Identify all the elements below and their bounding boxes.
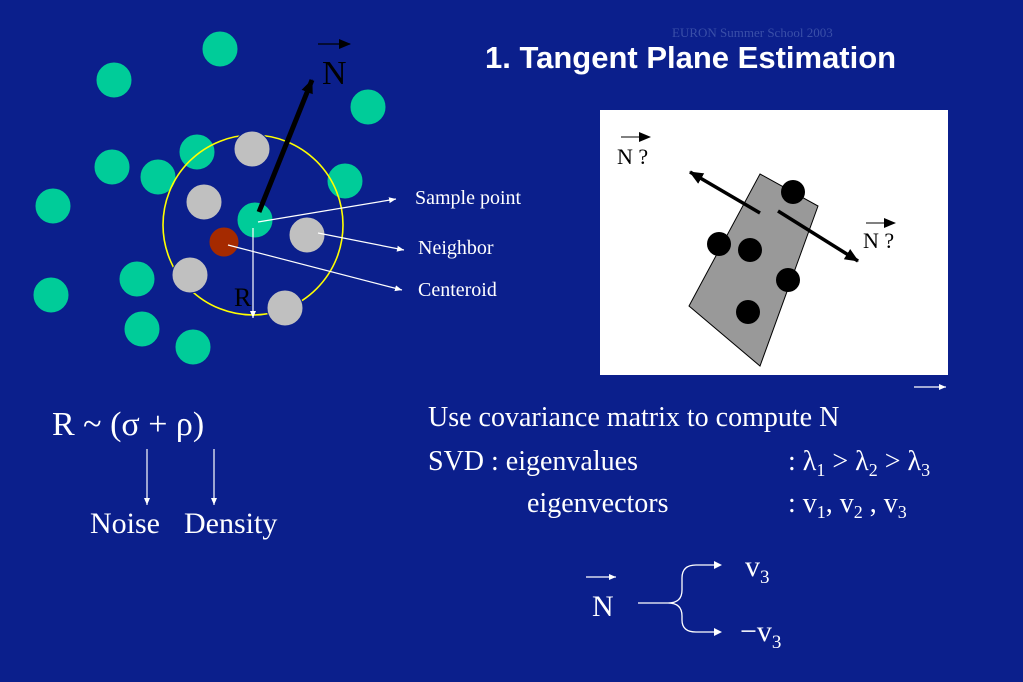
centeroid-label: Centeroid bbox=[418, 279, 497, 301]
inset-normal-up-arrow bbox=[689, 170, 761, 215]
result-arrowhead-top bbox=[714, 561, 722, 569]
eigenvalues-label: SVD : eigenvalues bbox=[428, 446, 638, 477]
point bbox=[32, 276, 70, 314]
plane-point bbox=[736, 300, 760, 324]
neighbor-point bbox=[288, 216, 326, 254]
eigenvalues-order: : λ1 > λ2 > λ3 bbox=[788, 446, 930, 480]
result-normal: N bbox=[592, 590, 614, 623]
noise-label: Noise bbox=[90, 507, 160, 540]
point bbox=[174, 328, 212, 366]
result-brace bbox=[638, 564, 720, 633]
point bbox=[95, 61, 133, 99]
neighbor-label: Neighbor bbox=[418, 237, 494, 259]
density-label: Density bbox=[184, 507, 277, 540]
point bbox=[123, 310, 161, 348]
sample-pointer-line bbox=[257, 197, 397, 223]
normal-symbol: N bbox=[322, 55, 347, 92]
point bbox=[118, 260, 156, 298]
neighbor-point bbox=[266, 289, 304, 327]
point bbox=[93, 148, 131, 186]
centroid-point bbox=[208, 226, 240, 258]
inset-normal-label-2: N ? bbox=[863, 228, 894, 253]
plane-point bbox=[707, 232, 731, 256]
covariance-line: Use covariance matrix to compute N bbox=[428, 402, 839, 433]
neighbor-point bbox=[233, 130, 271, 168]
radius-formula: R ~ (σ + ρ) bbox=[52, 406, 204, 443]
neighbor-point bbox=[185, 183, 223, 221]
slide-title: 1. Tangent Plane Estimation bbox=[485, 40, 896, 75]
neighbor-points bbox=[171, 130, 326, 327]
eigenvectors-label: eigenvectors bbox=[527, 488, 669, 519]
sample-point-label: Sample point bbox=[415, 187, 522, 209]
point bbox=[349, 88, 387, 126]
inset-normal-label-1: N ? bbox=[617, 144, 648, 169]
inset-normal-down-arrow bbox=[777, 209, 859, 263]
neighbor-point bbox=[171, 256, 209, 294]
point bbox=[34, 187, 72, 225]
eigenvectors-list: : v1, v2 , v3 bbox=[788, 488, 907, 522]
normal-arrow bbox=[256, 79, 315, 213]
plane-inset: N ? N ? bbox=[600, 110, 948, 375]
result-positive-v3: v3 bbox=[745, 550, 770, 588]
point-cloud bbox=[32, 30, 387, 366]
radius-symbol: R bbox=[234, 283, 252, 312]
plane-point bbox=[738, 238, 762, 262]
result-negative-v3: −v3 bbox=[740, 615, 781, 653]
point bbox=[201, 30, 239, 68]
point bbox=[178, 133, 216, 171]
neighbor-pointer-line bbox=[317, 232, 405, 252]
school-watermark: EURON Summer School 2003 bbox=[672, 25, 833, 40]
centeroid-pointer-line bbox=[227, 244, 403, 292]
plane-point bbox=[776, 268, 800, 292]
result-arrowhead-bottom bbox=[714, 628, 722, 636]
plane-point bbox=[781, 180, 805, 204]
